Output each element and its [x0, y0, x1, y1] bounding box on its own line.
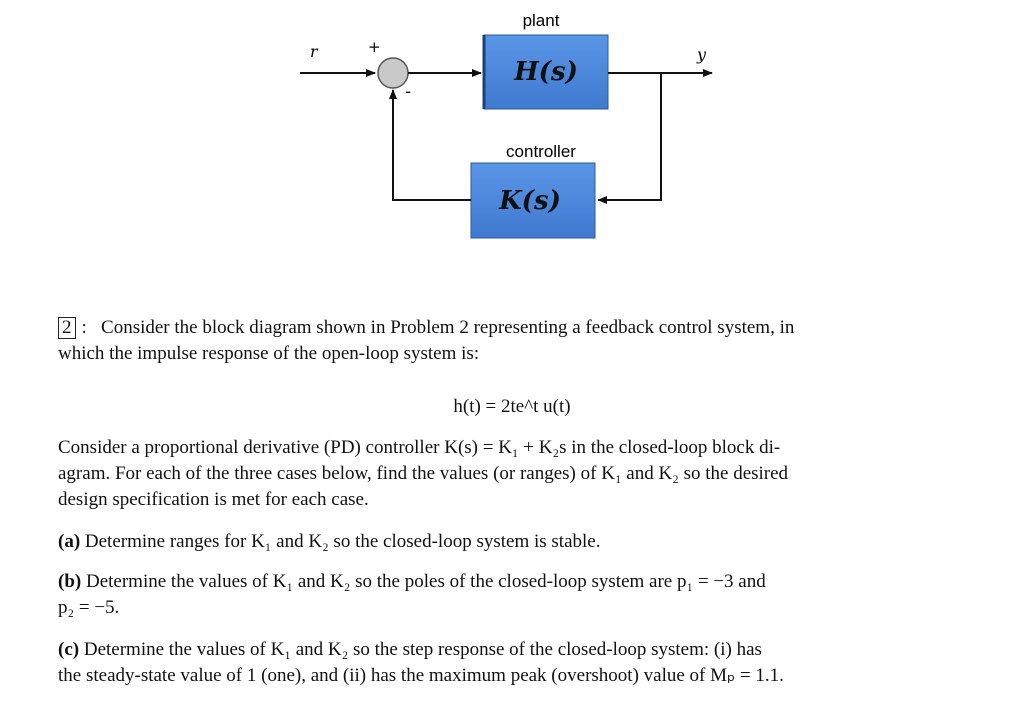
feedback-to-summer-line: [389, 89, 471, 201]
part-b-line-2: p₂ = −5.: [58, 597, 120, 618]
pd-line-3: design specification is met for each cas…: [58, 489, 369, 510]
part-a-text: Determine ranges for K₁ and K₂ so the cl…: [84, 531, 601, 552]
controller-caption: controller: [506, 142, 576, 161]
problem-number: 2: [58, 317, 76, 339]
equation-text: h(t) = 2te^t u(t): [453, 396, 571, 417]
part-c-line-2: the steady-state value of 1 (one), and (…: [58, 665, 784, 686]
part-c: (c) Determine the values of K₁ and K₂ so…: [58, 637, 978, 689]
problem-intro: 2: Consider the block diagram shown in P…: [58, 317, 795, 364]
output-label: y: [696, 45, 707, 64]
pd-controller-paragraph: Consider a proportional derivative (PD) …: [58, 435, 978, 513]
block-diagram: r + - plant H(s) y controller K(s): [300, 11, 713, 239]
plus-sign: +: [368, 38, 381, 56]
impulse-response-equation: h(t) = 2te^t u(t): [0, 396, 1024, 418]
part-c-tag: (c): [58, 639, 80, 660]
part-a: (a) Determine ranges for K₁ and K₂ so th…: [58, 529, 978, 555]
pd-line-1: Consider a proportional derivative (PD) …: [58, 437, 781, 458]
part-a-tag: (a): [58, 531, 81, 552]
minus-sign: -: [405, 82, 411, 102]
input-label: r: [310, 42, 319, 61]
intro-continuation: which the impulse response of the open-l…: [58, 343, 480, 364]
part-b-tag: (b): [58, 571, 82, 592]
plant-caption: plant: [523, 11, 560, 30]
part-c-line-1: Determine the values of K₁ and K₂ so the…: [83, 639, 762, 660]
intro-lead: Consider the block diagram shown in Prob…: [101, 317, 795, 338]
part-b-line-1: Determine the values of K₁ and K₂ so the…: [85, 571, 766, 592]
controller-block-label: K(s): [498, 186, 561, 216]
summing-junction: [377, 57, 409, 89]
part-b: (b) Determine the values of K₁ and K₂ so…: [58, 569, 978, 621]
pd-line-2: agram. For each of the three cases below…: [58, 463, 789, 484]
feedback-to-controller-line: [597, 73, 662, 204]
plant-block-label: H(s): [513, 57, 578, 87]
